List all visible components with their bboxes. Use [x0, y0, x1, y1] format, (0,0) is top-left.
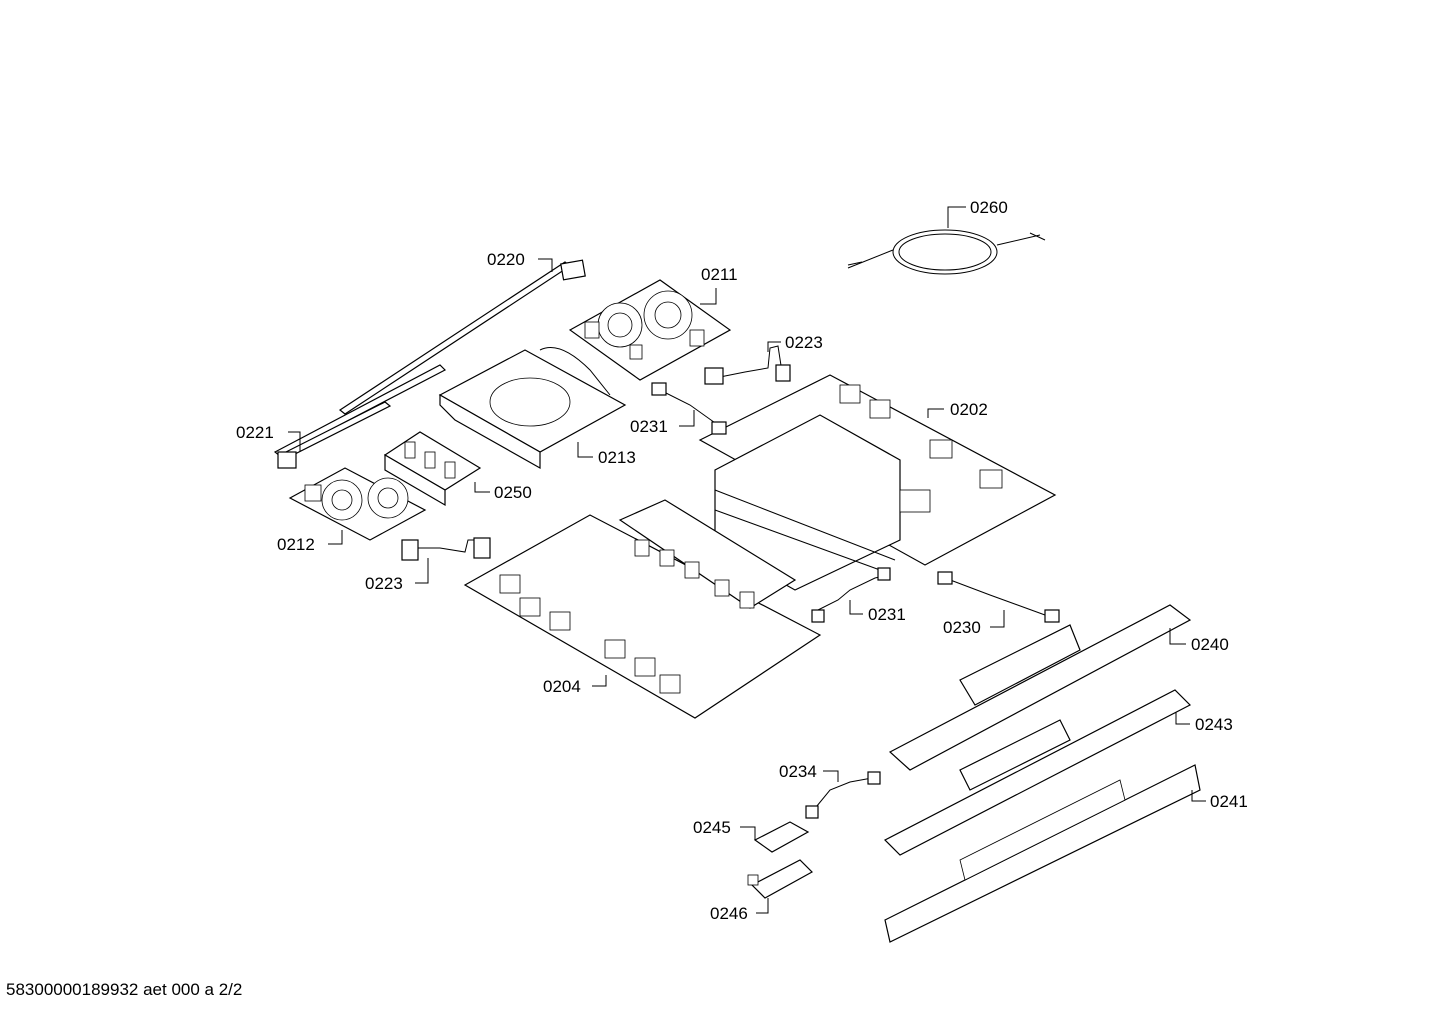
label-0231-b: 0231 [868, 605, 906, 624]
part-0260-cable [847, 229, 1046, 275]
part-0245-bracket [753, 821, 810, 853]
label-0230: 0230 [943, 618, 981, 637]
part-0231-cable-b [811, 567, 891, 623]
document-id-footer: 58300000189932 aet 000 a 2/2 [6, 980, 243, 999]
label-0213: 0213 [598, 448, 636, 467]
label-0221: 0221 [236, 423, 274, 442]
part-0230-cable [937, 571, 1060, 623]
part-0220-cable [273, 259, 586, 469]
part-0250-filter [383, 431, 482, 507]
label-0231-a: 0231 [630, 417, 668, 436]
label-0202: 0202 [950, 400, 988, 419]
label-0211: 0211 [701, 265, 738, 284]
label-0223-b: 0223 [365, 574, 403, 593]
part-0212-board [288, 467, 427, 541]
part-0234-cable [805, 771, 881, 819]
part-0204-board [463, 499, 822, 719]
label-0260: 0260 [970, 198, 1008, 217]
part-0241-frame [884, 764, 1201, 943]
part-0211-board [568, 279, 732, 381]
label-0245: 0245 [693, 818, 731, 837]
label-0246: 0246 [710, 904, 748, 923]
label-0223-a: 0223 [785, 333, 823, 352]
part-0231-cable-a [651, 382, 727, 435]
part-0202-board [698, 374, 1057, 591]
label-0240: 0240 [1191, 635, 1229, 654]
part-0223-cable-a [704, 345, 791, 385]
part-0243-panel [883, 689, 1192, 856]
label-0243: 0243 [1195, 715, 1233, 734]
label-0241: 0241 [1210, 792, 1248, 811]
leader-lines [288, 206, 1206, 914]
label-0250: 0250 [494, 483, 532, 502]
label-0204: 0204 [543, 677, 581, 696]
label-0234: 0234 [779, 762, 817, 781]
part-0213-coil-plate [438, 347, 627, 470]
label-0220: 0220 [487, 250, 525, 269]
part-0240-control-board [888, 604, 1192, 771]
part-labels: 0260 0220 0211 0223 0221 0231 0202 0213 … [236, 198, 1248, 923]
label-0212: 0212 [277, 535, 315, 554]
part-0223-cable-b [401, 537, 491, 561]
part-0246-clip [747, 859, 813, 899]
